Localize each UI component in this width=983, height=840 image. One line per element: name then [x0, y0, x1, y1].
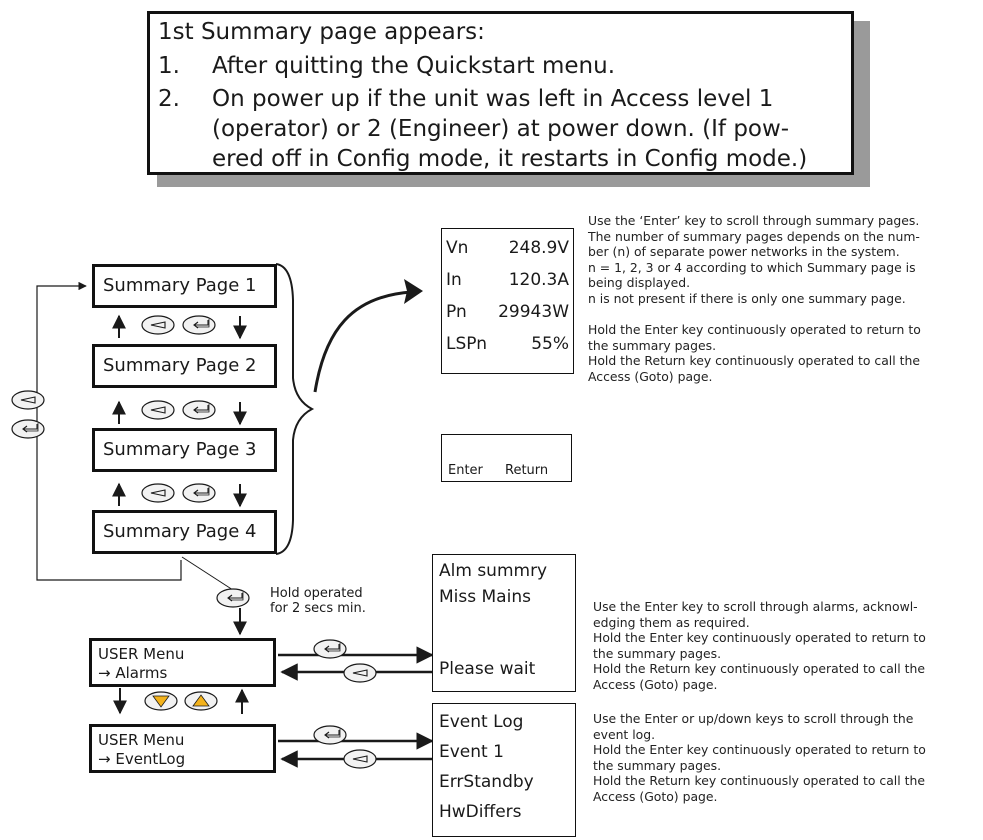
callout-title: 1st Summary page appears: — [158, 19, 485, 45]
key-legend — [441, 434, 572, 482]
return-key-icon — [141, 315, 175, 335]
enter-key-icon — [313, 639, 347, 659]
display-row: Pn 29943W — [446, 302, 569, 328]
return-key-icon — [141, 400, 175, 420]
hold-note: Hold operated — [270, 586, 363, 601]
event-display-line: ErrStandby — [439, 772, 534, 792]
curved-arrow — [313, 290, 413, 393]
row-label: Vn — [446, 238, 469, 258]
alarm-display-line: Please wait — [439, 659, 536, 679]
summary-brace — [275, 263, 315, 555]
enter-key-label: Enter — [448, 463, 483, 478]
row-value: 29943W — [498, 302, 569, 322]
alarm-display-line: Miss Mains — [439, 587, 531, 607]
callout-item-text: (operator) or 2 (Engineer) at power down… — [212, 116, 790, 142]
callout-item-text: ered off in Config mode, it restarts in … — [212, 146, 808, 172]
page-arrows — [112, 314, 247, 508]
enter-key-icon — [216, 588, 250, 608]
return-key-icon — [343, 749, 377, 769]
user-menu-item: → EventLog — [98, 750, 186, 768]
row-value: 248.9V — [508, 238, 569, 258]
curved-arrow-head — [404, 279, 423, 304]
user-menu-item: → Alarms — [98, 664, 168, 682]
callout-box — [147, 11, 854, 175]
return-key-icon — [11, 390, 45, 410]
enter-key-icon — [182, 483, 216, 503]
row-label: LSPn — [446, 334, 487, 354]
user-menu-eventlog: USER Menu → EventLog — [89, 724, 276, 773]
loop-line — [36, 281, 182, 581]
callout-item-number: 1. — [158, 53, 180, 79]
enter-key-icon — [11, 419, 45, 439]
note-alarms: Use the Enter key to scroll through alar… — [593, 599, 926, 692]
display-row: Vn 248.9V — [446, 238, 569, 264]
summary-page-1: Summary Page 1 — [92, 264, 277, 308]
callout-item-text: After quitting the Quickstart menu. — [212, 53, 616, 79]
up-key-icon — [184, 691, 218, 711]
event-display-line: Event Log — [439, 712, 524, 732]
row-value: 55% — [531, 334, 569, 354]
row-label: Pn — [446, 302, 467, 322]
row-label: In — [446, 270, 462, 290]
enter-key-icon — [182, 315, 216, 335]
display-row: LSPn 55% — [446, 334, 569, 360]
callout-item-number: 2. — [158, 86, 180, 112]
down-key-icon — [144, 691, 178, 711]
alarm-display-line: Alm summry — [439, 561, 548, 581]
hold-note: for 2 secs min. — [270, 601, 366, 616]
display-row: In 120.3A — [446, 270, 569, 296]
return-key-icon — [141, 483, 175, 503]
summary-page-2: Summary Page 2 — [92, 344, 277, 388]
enter-key-icon — [313, 725, 347, 745]
user-menu-title: USER Menu — [98, 645, 185, 663]
summary-page-4: Summary Page 4 — [92, 510, 277, 554]
user-menu-title: USER Menu — [98, 731, 185, 749]
note-summary: Use the ‘Enter’ key to scroll through su… — [588, 213, 921, 384]
event-display-line: HwDiffers — [439, 802, 522, 822]
alarm-display: Alm summry Miss Mains Please wait — [432, 554, 576, 692]
note-eventlog: Use the Enter or up/down keys to scroll … — [593, 711, 926, 804]
summary-page-3: Summary Page 3 — [92, 428, 277, 472]
hold-diag — [181, 556, 234, 591]
summary-display: Vn 248.9V In 120.3A Pn 29943W LSPn 55% — [441, 228, 574, 374]
return-key-label: Return — [505, 463, 549, 478]
event-display-line: Event 1 — [439, 742, 504, 762]
event-display: Event Log Event 1 ErrStandby HwDiffers — [432, 703, 576, 837]
row-value: 120.3A — [508, 270, 569, 290]
callout-item-text: On power up if the unit was left in Acce… — [212, 86, 774, 112]
return-key-icon — [343, 663, 377, 683]
enter-key-icon — [182, 400, 216, 420]
user-menu-alarms: USER Menu → Alarms — [89, 638, 276, 687]
